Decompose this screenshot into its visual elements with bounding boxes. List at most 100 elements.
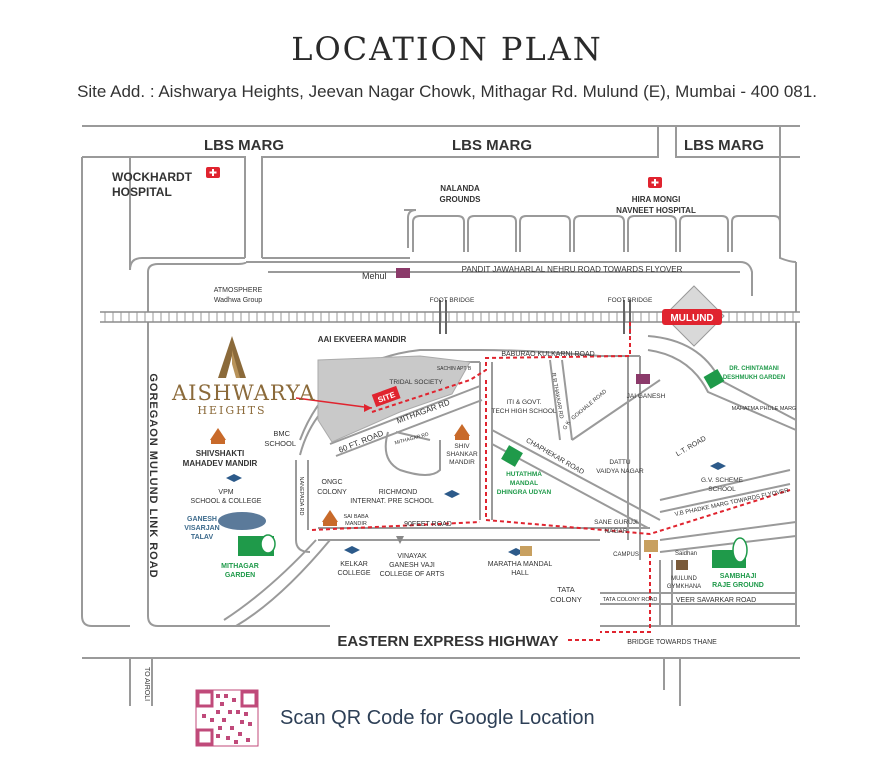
road-eastern-express: EASTERN EXPRESS HIGHWAY [337, 633, 558, 650]
label-mehul: Mehul [362, 271, 387, 281]
label-talav-1: GANESH [187, 516, 217, 523]
label-sai-baba-1: SAI BABA [343, 514, 368, 520]
label-richmond-1: RICHMOND [379, 489, 418, 496]
label-nalanda-2: GROUNDS [440, 195, 482, 204]
label-shivshakti-1: SHIVSHAKTI [196, 449, 244, 458]
label-bmc-1: BMC [273, 429, 290, 438]
label-ongc-1: ONGC [322, 479, 343, 486]
gymkhana-icon [676, 560, 688, 570]
label-wockhardt-1: WOCKHARDT [112, 170, 193, 184]
road-mahatma-phule: MAHATMA PHULE MARG [732, 406, 797, 412]
road-lbs-2: LBS MARG [452, 137, 532, 154]
road-nanepada: NANEPADA RD [298, 476, 304, 515]
hospital-icon [206, 167, 662, 188]
label-sambhaji-2: RAJE GROUND [712, 582, 764, 589]
label-sane-guruji-2: NAGAR [604, 528, 627, 535]
college-pointer-icon [396, 536, 404, 544]
jai-ganesh-icon [636, 374, 650, 384]
label-hira-1: HIRA MONGI [632, 195, 681, 204]
label-bridge-thane: BRIDGE TOWARDS THANE [627, 639, 717, 646]
brand-name: AISHWARYA [172, 381, 316, 405]
label-shiv-3: MANDIR [449, 459, 475, 466]
label-atmosphere-1: ATMOSPHERE [214, 287, 263, 294]
label-kelkar-2: COLLEGE [337, 570, 370, 577]
cinema-icon [396, 268, 410, 278]
label-sane-guruji-1: SANE GURUJI [594, 519, 638, 526]
label-foot-bridge-1: FOOT BRIDGE [430, 297, 475, 304]
label-aai-ekveera: AAI EKVEERA MANDIR [318, 335, 407, 344]
talav-icon [218, 512, 266, 530]
label-sambhaji-1: SAMBHAJI [720, 573, 757, 580]
label-gym-2: GYMKHANA [667, 584, 701, 590]
road-lt: L.T. ROAD [675, 435, 707, 458]
label-chintamani-2: DESHMUKH GARDEN [723, 375, 785, 381]
label-jai-ganesh: JAI GANESH [627, 393, 666, 400]
label-shiv-1: SHIV [454, 443, 470, 450]
mulund-station: MULUND [662, 285, 725, 347]
mandir-icon [210, 424, 470, 526]
qr-code[interactable] [195, 689, 259, 747]
label-richmond-2: INTERNAT. PRE SCHOOL [350, 498, 434, 505]
road-lbs-1: LBS MARG [204, 137, 284, 154]
site-address: Site Add. : Aishwarya Heights, Jeevan Na… [77, 82, 817, 101]
road-to-airoli: TO AIROLI [143, 667, 150, 701]
label-mithagar-garden-2: GARDEN [225, 572, 255, 579]
label-dattu-1: DATTU [609, 459, 630, 466]
label-gym-1: MULUND [671, 576, 697, 582]
campus-icon [644, 540, 658, 552]
label-saidhan: Saidhan [675, 551, 697, 557]
road-pandit-nehru: PANDIT JAWAHARLAL NEHRU ROAD TOWARDS FLY… [462, 265, 683, 274]
site-marker: SITE [371, 385, 401, 408]
label-atmosphere-2: Wadhwa Group [214, 297, 262, 304]
label-nalanda-1: NALANDA [440, 184, 480, 193]
road-gokhale: GOKHALE ROAD [571, 389, 609, 422]
label-campus: CAMPUS [613, 552, 639, 558]
label-talav-3: TALAV [191, 534, 214, 541]
label-maratha-1: MARATHA MANDAL [488, 561, 553, 568]
hutathma-garden-block [501, 445, 523, 467]
label-wockhardt-2: HOSPITAL [112, 185, 172, 199]
tree-icon [260, 534, 748, 563]
road-network [81, 125, 800, 706]
page-title: LOCATION PLAN [291, 30, 603, 68]
chintamani-garden-block [703, 368, 725, 390]
brand-logo-mark [218, 336, 246, 378]
label-foot-bridge-2: FOOT BRIDGE [608, 297, 653, 304]
site-pointer [295, 397, 373, 409]
label-shivshakti-2: MAHADEV MANDIR [183, 459, 258, 468]
label-iti-1: ITI & GOVT. [506, 399, 541, 406]
label-iti-2: TECH HIGH SCHOOL [491, 408, 556, 415]
mulund-label: MULUND [670, 313, 713, 324]
route-line [311, 320, 791, 641]
label-hutathma-1: HUTATHMA [506, 471, 542, 478]
label-sai-baba-2: MANDIR [345, 521, 367, 527]
label-ongc-2: COLONY [317, 489, 347, 496]
label-talav-2: VISARJAN [184, 525, 219, 532]
label-hutathma-2: MANDAL [510, 480, 538, 487]
label-gv-scheme-2: SCHOOL [708, 486, 736, 493]
road-gk: G K [562, 420, 572, 431]
label-vpm-1: VPM [218, 489, 233, 496]
label-tata-colony-2: COLONY [550, 595, 582, 604]
brand-logo: AISHWARYA HEIGHTS [172, 336, 316, 417]
road-lbs-3: LBS MARG [684, 137, 764, 154]
brand-sub: HEIGHTS [197, 404, 267, 417]
label-bmc-2: SCHOOL [264, 439, 296, 448]
label-tata-colony-1: TATA [557, 585, 575, 594]
label-mithagar-garden-1: MITHAGAR [221, 563, 259, 570]
label-vinayak-1: VINAYAK [397, 553, 427, 560]
road-veer-savarkar: VEER SAVARKAR ROAD [676, 597, 756, 604]
qr-caption: Scan QR Code for Google Location [280, 707, 595, 729]
label-vinayak-2: GANESH VAJI [389, 562, 435, 569]
road-baburao: BABURAO KULKARNI ROAD [501, 351, 594, 358]
label-hira-2: NAVNEET HOSPITAL [616, 206, 696, 215]
label-tridal: TRIDAL SOCIETY [389, 379, 443, 386]
road-goregaon-link: GOREGAON MULUND LINK ROAD [147, 373, 159, 578]
label-vinayak-3: COLLEGE OF ARTS [380, 571, 445, 578]
label-chintamani-1: DR. CHINTAMANI [729, 366, 779, 372]
hall-icon [520, 546, 532, 556]
label-maratha-2: HALL [511, 570, 529, 577]
label-gv-scheme-1: G.V. SCHEME [701, 477, 744, 484]
label-kelkar-1: KELKAR [340, 561, 368, 568]
